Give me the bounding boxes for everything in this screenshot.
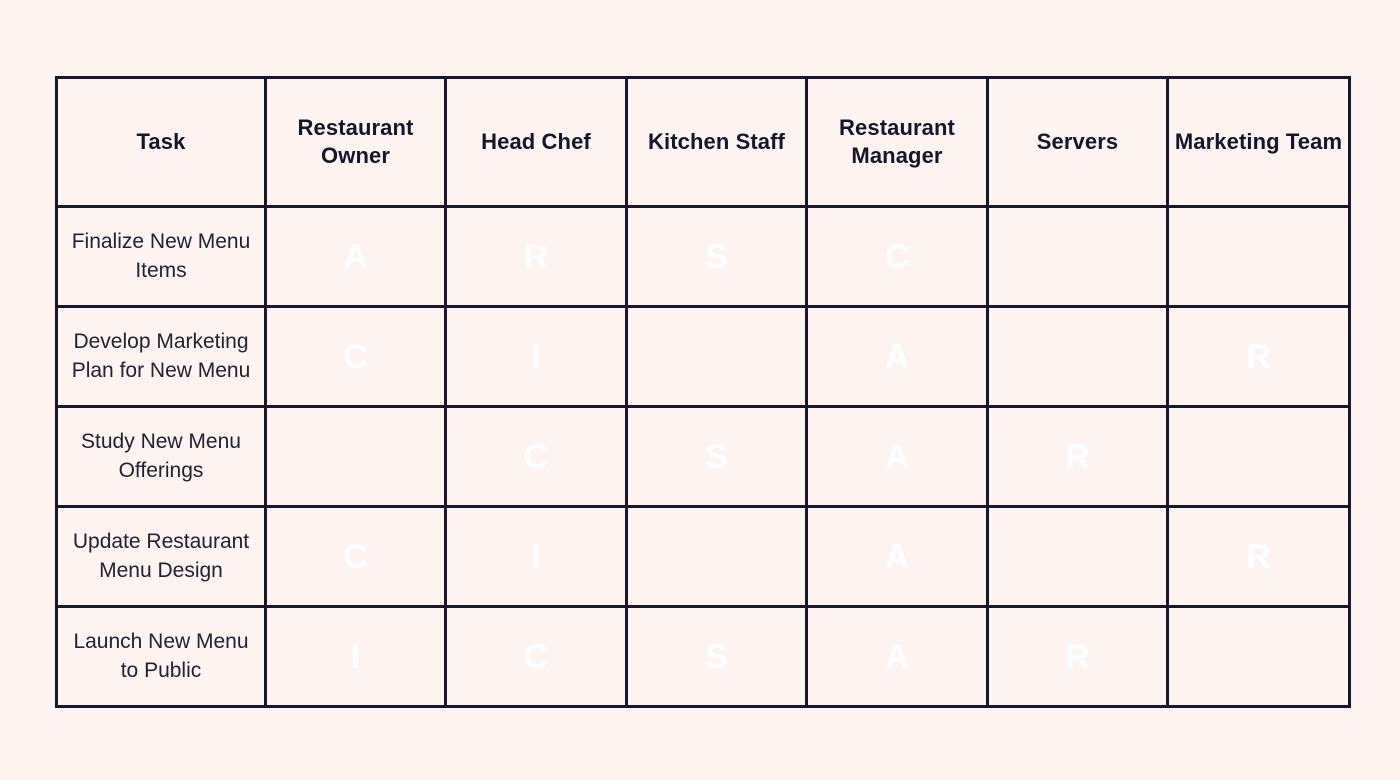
raci-cell[interactable]: R (1166, 305, 1351, 408)
header-row: Task Restaurant Owner Head Chef Kitchen … (55, 76, 1351, 208)
column-header-kitchen-staff: Kitchen Staff (625, 76, 808, 208)
task-label: Update Restaurant Menu Design (55, 505, 267, 608)
table-header: Task Restaurant Owner Head Chef Kitchen … (55, 76, 1351, 208)
column-header-marketing-team: Marketing Team (1166, 76, 1351, 208)
raci-cell[interactable]: I (444, 305, 628, 408)
task-label: Develop Marketing Plan for New Menu (55, 305, 267, 408)
raci-cell[interactable]: C (444, 405, 628, 508)
raci-cell[interactable]: R (1166, 505, 1351, 608)
raci-cell[interactable] (1166, 205, 1351, 308)
raci-cell[interactable]: R (986, 405, 1169, 508)
raci-matrix-table: Task Restaurant Owner Head Chef Kitchen … (55, 76, 1351, 708)
raci-cell[interactable]: C (264, 305, 447, 408)
raci-cell[interactable]: C (805, 205, 989, 308)
raci-cell[interactable]: C (264, 505, 447, 608)
raci-cell[interactable] (625, 305, 808, 408)
table-body: Finalize New Menu Items A R S C Develop … (55, 205, 1351, 708)
raci-cell[interactable]: S (625, 405, 808, 508)
table-row: Study New Menu Offerings C S A R (55, 405, 1351, 508)
raci-cell[interactable] (1166, 605, 1351, 708)
raci-cell[interactable]: A (264, 205, 447, 308)
raci-cell[interactable]: A (805, 605, 989, 708)
task-label: Launch New Menu to Public (55, 605, 267, 708)
raci-cell[interactable] (625, 505, 808, 608)
column-header-restaurant-owner: Restaurant Owner (264, 76, 447, 208)
table-row: Finalize New Menu Items A R S C (55, 205, 1351, 308)
raci-cell[interactable]: A (805, 405, 989, 508)
raci-cell[interactable] (1166, 405, 1351, 508)
raci-cell[interactable]: S (625, 205, 808, 308)
column-header-task: Task (55, 76, 267, 208)
column-header-restaurant-manager: Restaurant Manager (805, 76, 989, 208)
raci-cell[interactable] (986, 505, 1169, 608)
column-header-servers: Servers (986, 76, 1169, 208)
raci-cell[interactable]: S (625, 605, 808, 708)
table-row: Launch New Menu to Public I C S A R (55, 605, 1351, 708)
column-header-head-chef: Head Chef (444, 76, 628, 208)
raci-matrix-container: Task Restaurant Owner Head Chef Kitchen … (55, 76, 1351, 708)
raci-cell[interactable]: I (444, 505, 628, 608)
raci-cell[interactable] (986, 205, 1169, 308)
raci-cell[interactable]: A (805, 305, 989, 408)
raci-cell[interactable] (264, 405, 447, 508)
raci-cell[interactable]: R (986, 605, 1169, 708)
task-label: Study New Menu Offerings (55, 405, 267, 508)
raci-cell[interactable]: I (264, 605, 447, 708)
raci-cell[interactable]: A (805, 505, 989, 608)
raci-cell[interactable]: R (444, 205, 628, 308)
task-label: Finalize New Menu Items (55, 205, 267, 308)
raci-cell[interactable] (986, 305, 1169, 408)
table-row: Develop Marketing Plan for New Menu C I … (55, 305, 1351, 408)
table-row: Update Restaurant Menu Design C I A R (55, 505, 1351, 608)
raci-cell[interactable]: C (444, 605, 628, 708)
